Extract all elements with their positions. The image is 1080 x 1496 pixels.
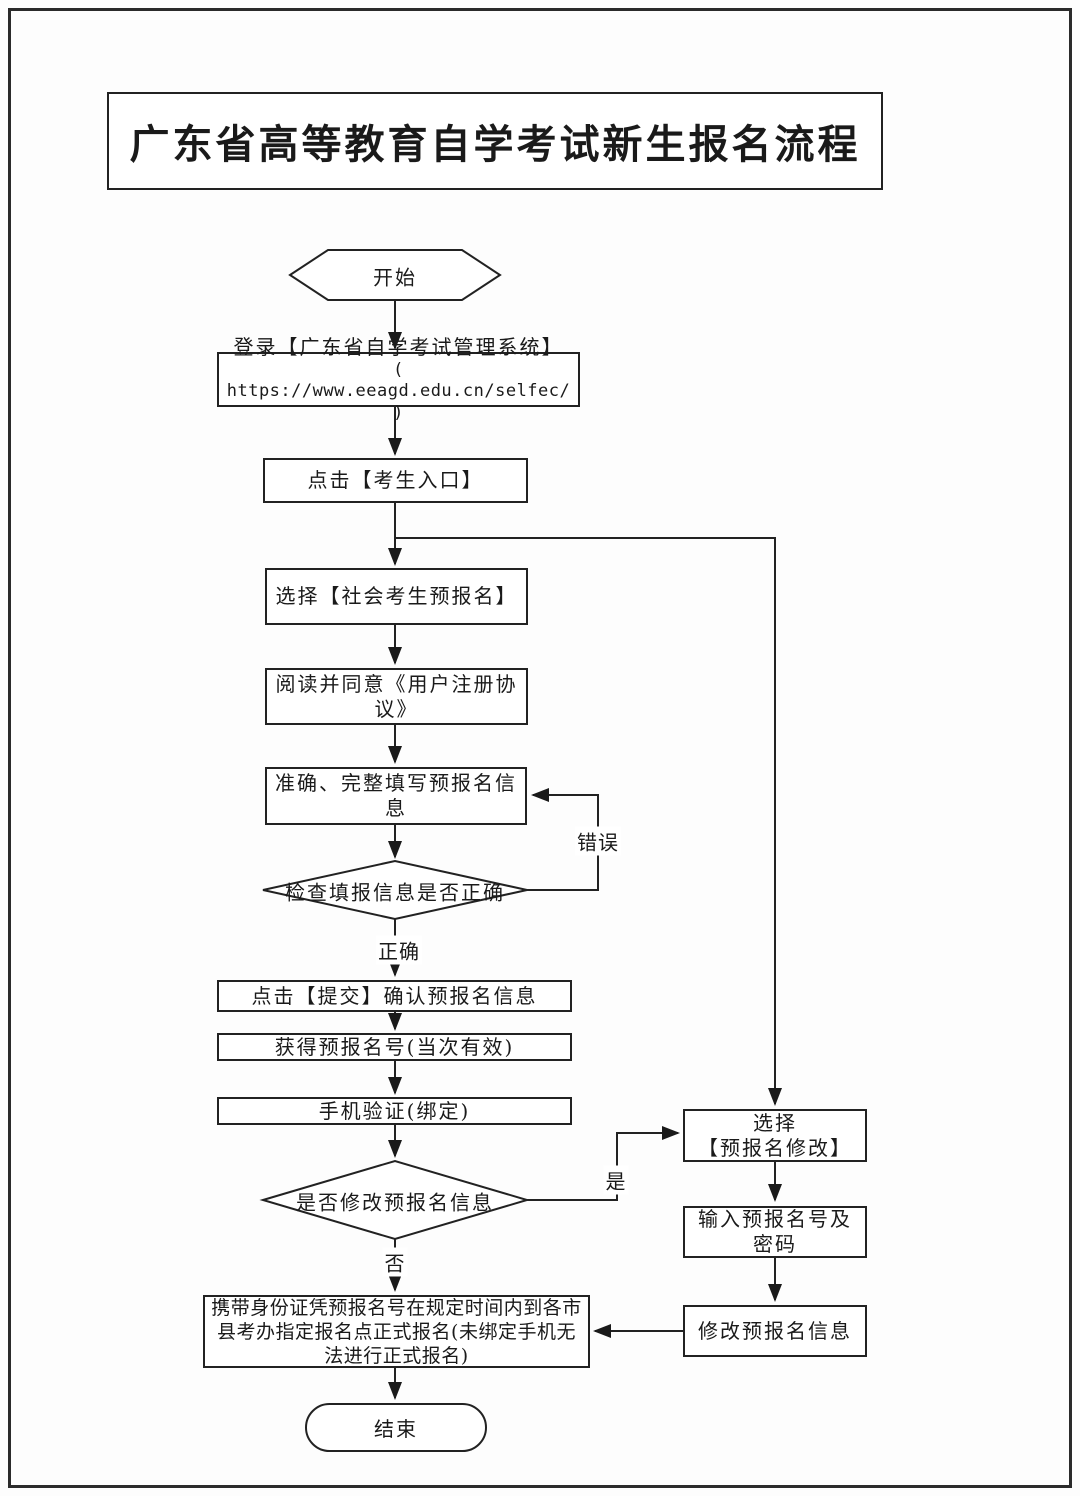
agreement-box: 阅读并同意《用户注册协议》 [265, 668, 528, 725]
select-modify-line1: 选择 [753, 1110, 797, 1135]
login-url: ( https://www.eeagd.edu.cn/selfec/ ) [226, 360, 571, 423]
formal-reg-label: 携带身份证凭预报名号在规定时间内到各市县考办指定报名点正式报名(未绑定手机无法进… [211, 1296, 582, 1367]
agreement-label: 阅读并同意《用户注册协议》 [275, 671, 518, 721]
select-modify-box: 选择 【预报名修改】 [683, 1109, 867, 1162]
modify-info-box: 修改预报名信息 [683, 1305, 867, 1357]
modify-decision: 是否修改预报名信息 [296, 1190, 494, 1215]
edge-label-correct: 正确 [376, 935, 422, 965]
submit-label: 点击【提交】确认预报名信息 [251, 983, 538, 1008]
get-number-label: 获得预报名号(当次有效) [274, 1034, 515, 1059]
fill-info-label: 准确、完整填写预报名信息 [275, 771, 517, 820]
end-label: 结束 [374, 1417, 418, 1441]
flow-title: 广东省高等教育自学考试新生报名流程 [129, 121, 861, 168]
fill-info-box: 准确、完整填写预报名信息 [265, 767, 527, 825]
edge-label-yes: 是 [603, 1165, 629, 1195]
end-node: 结束 [305, 1403, 487, 1452]
input-credentials-line1: 输入预报名号及 [698, 1207, 852, 1231]
modify-info-label: 修改预报名信息 [698, 1318, 852, 1343]
check-info-shape [262, 859, 528, 921]
get-number-box: 获得预报名号(当次有效) [217, 1033, 572, 1061]
check-info-decision: 检查填报信息是否正确 [285, 880, 505, 905]
login-box: 登录【广东省自学考试管理系统】 ( https://www.eeagd.edu.… [217, 335, 580, 423]
edge-yes-branch [527, 1126, 680, 1201]
formal-reg-box: 携带身份证凭预报名号在规定时间内到各市县考办指定报名点正式报名(未绑定手机无法进… [203, 1295, 590, 1368]
phone-verify-box: 手机验证(绑定) [217, 1097, 572, 1125]
select-prereg-box: 选择【社会考生预报名】 [265, 568, 528, 625]
page-border [8, 8, 1072, 1488]
input-credentials-box: 输入预报名号及 密码 [683, 1206, 867, 1258]
phone-verify-label: 手机验证(绑定) [318, 1098, 471, 1123]
select-modify-line2: 【预报名修改】 [698, 1135, 852, 1160]
entry-box: 点击【考生入口】 [263, 458, 528, 503]
submit-box: 点击【提交】确认预报名信息 [217, 980, 572, 1012]
edge-label-error: 错误 [575, 826, 621, 856]
login-box-line1: 登录【广东省自学考试管理系统】 [233, 335, 564, 360]
start-node: 开始 [373, 265, 417, 290]
edge-label-no: 否 [382, 1247, 408, 1277]
modify-decision-shape [259, 1159, 531, 1241]
start-shape [288, 249, 502, 301]
edge-entry-branch-to-modify-column [395, 537, 782, 1106]
entry-box-label: 点击【考生入口】 [307, 468, 484, 492]
flow-title-box: 广东省高等教育自学考试新生报名流程 [107, 92, 883, 190]
select-prereg-label: 选择【社会考生预报名】 [275, 584, 518, 608]
input-credentials-line2: 密码 [753, 1232, 797, 1256]
